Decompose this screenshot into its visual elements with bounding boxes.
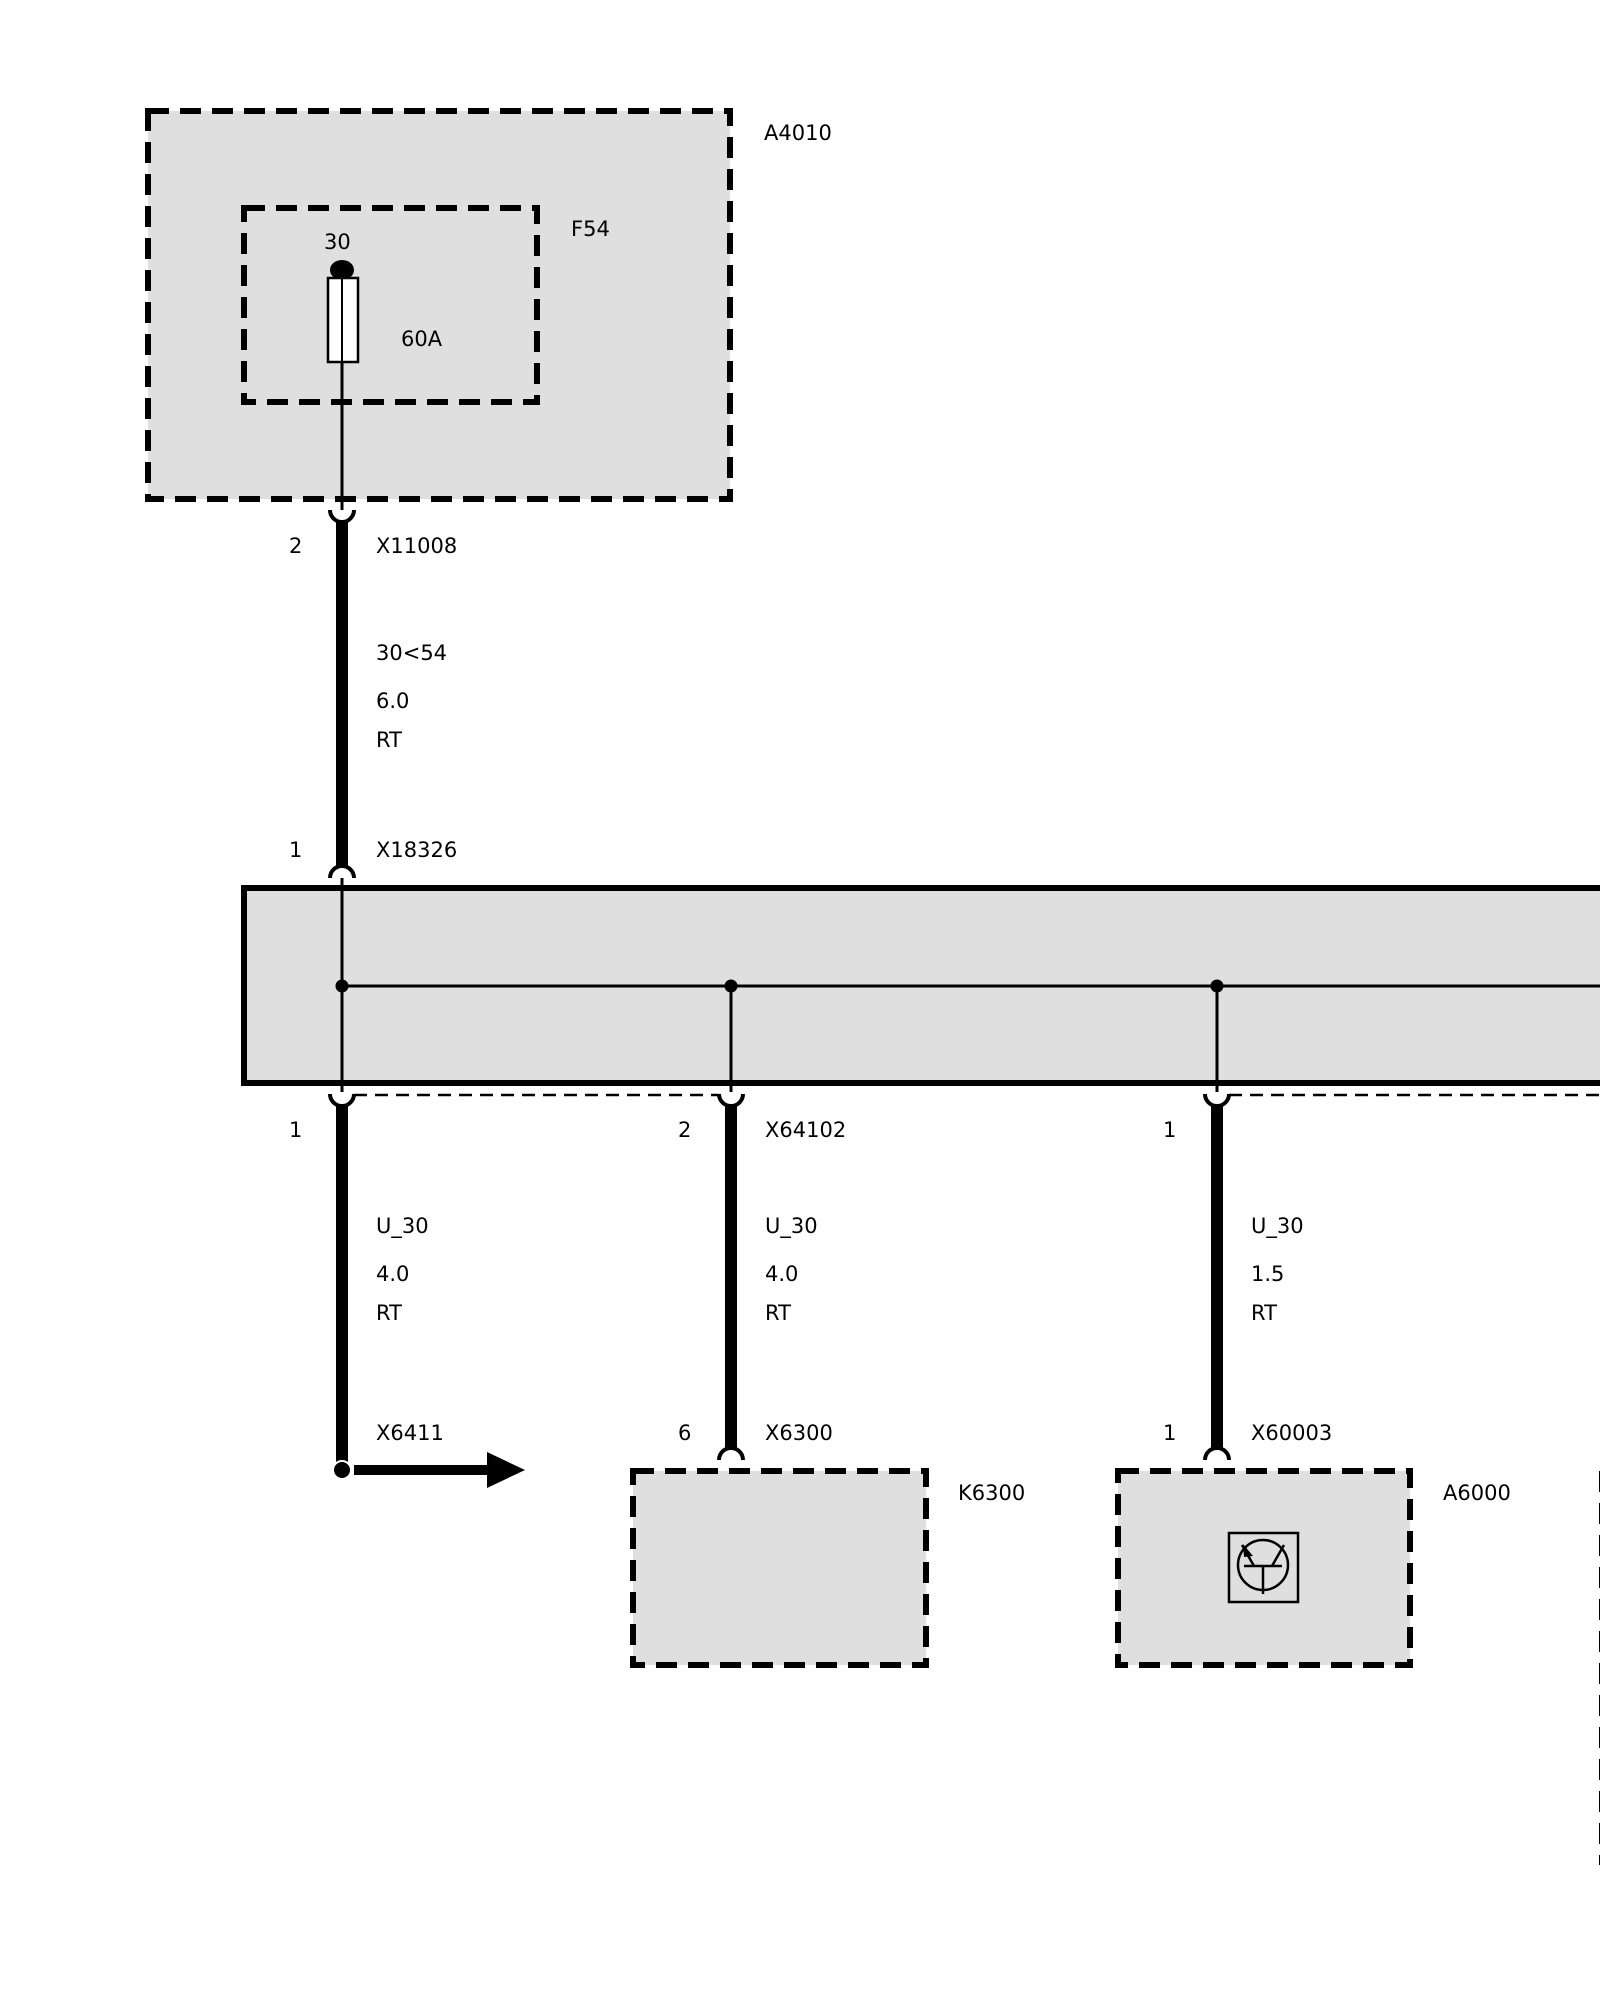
- arrow-right-icon: [354, 1452, 525, 1488]
- connector-x6300-socket: [717, 1446, 745, 1461]
- transistor-icon: [1227, 1531, 1300, 1604]
- module-k6300: [630, 1468, 929, 1668]
- wire-3-signal: U_30: [765, 1214, 818, 1239]
- wire-3-color: RT: [765, 1301, 791, 1325]
- module-k6300-label: K6300: [958, 1481, 1025, 1505]
- connector-x6300-pin: 6: [678, 1421, 691, 1445]
- connector-x64102-label: X64102: [765, 1118, 846, 1142]
- connector-splice-left-pin: 1: [289, 1118, 302, 1142]
- connector-x18326-pin: 1: [289, 838, 302, 862]
- fuse-pin-label: 30: [324, 230, 351, 254]
- wire-4-signal: U_30: [1251, 1214, 1304, 1239]
- wire-2-signal: U_30: [376, 1214, 429, 1239]
- connector-x60003-label: X60003: [1251, 1421, 1332, 1445]
- wire-3-size: 4.0: [765, 1262, 798, 1286]
- module-a6000-label: A6000: [1443, 1481, 1511, 1505]
- connector-x18326-socket: [328, 864, 356, 879]
- wire-4-color: RT: [1251, 1301, 1277, 1325]
- fuse-rating-label: 60A: [401, 327, 443, 351]
- connector-x6411-node: [332, 1460, 352, 1480]
- connector-x60003-pin: 1: [1163, 1421, 1176, 1445]
- splice-node-1: [335, 979, 349, 993]
- connector-x6411-label: X6411: [376, 1421, 444, 1445]
- connector-x11008-label: X11008: [376, 534, 457, 558]
- module-a4010: [145, 108, 733, 502]
- fuse-f54-label: F54: [571, 217, 610, 241]
- splice-node-3: [1210, 979, 1224, 993]
- module-a6000: [1115, 1468, 1413, 1668]
- wire-2-size: 4.0: [376, 1262, 409, 1286]
- wire-4-size: 1.5: [1251, 1262, 1284, 1286]
- connector-x18326-label: X18326: [376, 838, 457, 862]
- connector-x11008-pin: 2: [289, 534, 302, 558]
- wire-1-signal: 30<54: [376, 641, 447, 665]
- connector-x60003-socket: [1203, 1446, 1231, 1461]
- wire-1-size: 6.0: [376, 689, 409, 713]
- connector-x64102-pin: 2: [678, 1118, 691, 1142]
- wire-1-color: RT: [376, 728, 402, 752]
- splice-node-2: [724, 979, 738, 993]
- wire-2-color: RT: [376, 1301, 402, 1325]
- fuse-icon: [326, 260, 360, 364]
- connector-x6300-label: X6300: [765, 1421, 833, 1445]
- module-a4010-label: A4010: [764, 121, 832, 145]
- connector-splice-right-pin: 1: [1163, 1118, 1176, 1142]
- fuse-box-f54: [241, 205, 540, 405]
